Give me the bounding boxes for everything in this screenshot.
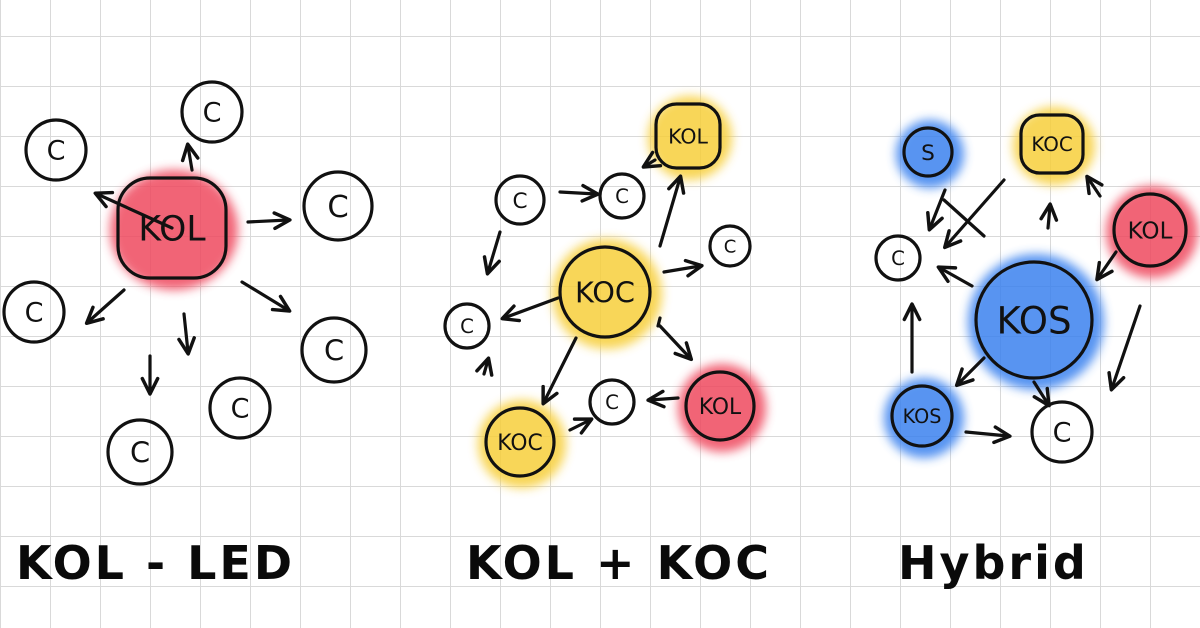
panel-1-node-6-outline	[708, 224, 752, 268]
arrow-14	[658, 324, 694, 362]
arrow-13	[475, 356, 494, 377]
panel-1-node-0-label: KOC	[575, 275, 635, 309]
panel-2-node-0-outline	[974, 260, 1094, 380]
panel-0-node-6-outline	[208, 376, 272, 440]
panel-1-node-4-label: C	[512, 189, 527, 214]
panel-0-node-1-label: C	[203, 98, 222, 129]
panel-2-node-4-outline	[890, 384, 954, 448]
panel-1-node-3-label: KOC	[497, 431, 542, 456]
arrow-16	[541, 336, 578, 406]
panel-1-node-1-highlight	[648, 96, 732, 180]
panel-0-node-3-outline	[302, 170, 374, 242]
panel-1-node-3-outline	[484, 406, 556, 478]
panel-2-node-2-label: KOC	[1031, 133, 1072, 156]
arrow-3	[84, 288, 126, 326]
arrow-1	[180, 142, 200, 172]
arrow-8	[641, 150, 663, 169]
panel-0-node-0-label: KOL	[138, 209, 206, 249]
panel-2-node-3-label: KOL	[1128, 218, 1173, 244]
arrow-28	[964, 425, 1012, 445]
panel-0-node-7-label: C	[130, 435, 150, 469]
arrow-10	[658, 174, 686, 248]
panel-0-node-0-outline	[116, 176, 228, 280]
panel-2-node-2-highlight	[1013, 107, 1095, 185]
panel-1-node-0-highlight	[552, 239, 662, 349]
arrow-9	[482, 230, 502, 276]
arrow-23	[1085, 174, 1104, 198]
panel-2-node-2-outline	[1019, 113, 1085, 175]
panel-1-node-7-outline	[443, 302, 491, 350]
arrow-17	[568, 417, 594, 435]
panel-1-node-2-label: KOL	[699, 395, 741, 420]
arrow-25	[936, 265, 974, 288]
panel-0-node-5-label: C	[324, 333, 344, 367]
arrow-12	[500, 296, 560, 323]
arrow-4	[240, 280, 292, 313]
panel-2-node-4-label: KOS	[903, 405, 942, 428]
arrow-27	[954, 356, 986, 388]
panel-1-node-1-label: KOL	[668, 124, 708, 148]
arrow-18	[646, 389, 680, 409]
panel-2-node-0-label: KOS	[996, 299, 1071, 342]
arrow-24	[1095, 250, 1118, 282]
panel-2-node-5-label: C	[891, 247, 905, 270]
panel-2-node-5-outline	[874, 234, 922, 282]
panel-0-node-3-label: C	[327, 190, 348, 225]
panel-title-kol-led: KOL - LED	[16, 536, 296, 590]
panel-title-kol-koc: KOL + KOC	[466, 536, 773, 590]
panel-1-node-7-label: C	[460, 315, 474, 338]
panel-0-node-2-outline	[24, 118, 88, 182]
panel-0-node-7-outline	[106, 418, 174, 486]
panel-0-node-2-label: C	[47, 136, 66, 167]
panel-2-node-1-outline	[902, 126, 954, 178]
arrow-15	[656, 316, 662, 328]
panel-1-node-2-outline	[684, 370, 756, 442]
panel-1-node-8-outline	[588, 378, 636, 426]
panel-1-node-0-outline	[558, 245, 652, 339]
panel-1-node-6-label: C	[724, 236, 737, 257]
panel-2-node-0-highlight	[968, 254, 1104, 390]
arrow-21	[943, 178, 1006, 250]
panel-0-node-4-label: C	[25, 298, 44, 329]
arrow-0	[93, 190, 174, 230]
panel-2-node-3-outline	[1112, 192, 1188, 268]
arrow-2	[246, 211, 292, 231]
arrow-19	[926, 188, 947, 232]
arrow-5	[177, 312, 196, 356]
panel-1-node-5-outline	[598, 172, 646, 220]
panel-2-node-1-label: S	[921, 141, 935, 166]
arrow-30	[1107, 304, 1142, 392]
arrow-20	[942, 198, 986, 238]
arrow-11	[662, 258, 704, 278]
panel-0-node-4-outline	[2, 280, 66, 344]
panel-1-node-8-label: C	[605, 391, 619, 414]
panel-1-node-1-outline	[654, 102, 722, 170]
arrow-29	[1032, 380, 1051, 408]
panel-1-node-5-label: C	[615, 185, 629, 208]
panel-0-node-0-highlight	[110, 170, 238, 290]
panel-2-node-6-label: C	[1053, 418, 1072, 449]
arrow-7	[558, 183, 600, 203]
panel-0-node-5-outline	[300, 316, 368, 384]
arrow-22	[1039, 202, 1059, 230]
panel-1-node-4-outline	[494, 174, 546, 226]
panel-0-node-6-label: C	[231, 394, 250, 425]
panel-2-node-6-outline	[1030, 400, 1094, 464]
panel-title-hybrid: Hybrid	[898, 536, 1089, 590]
panel-0-node-1-outline	[180, 80, 244, 144]
